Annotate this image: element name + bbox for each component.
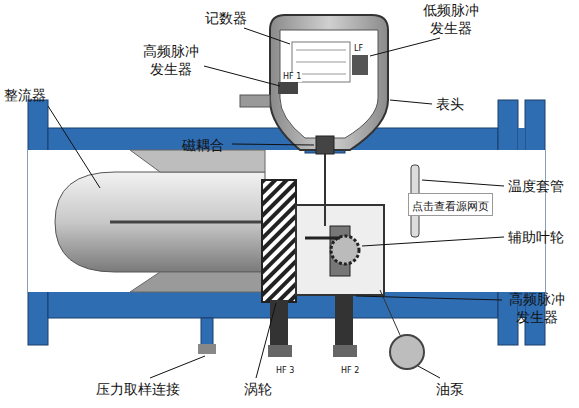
signal-name: HF 2 [340,366,360,376]
part-name: 磁耦合 [182,136,224,154]
signal-name: LF [353,44,364,54]
part-name: 低频脉冲 发生器 [420,1,482,37]
part-name: 整流器 [4,86,46,104]
watermark-text: 点击查看源网页 [412,200,489,213]
watermark-box: 点击查看源网页 [408,193,493,216]
part-name: 辅助叶轮 [508,228,564,246]
part-name: 压力取样连接 [96,380,180,398]
part-name: 高频脉冲 发生器 [506,290,568,326]
signal-name: HF 1 [282,72,302,82]
part-name: 油泵 [436,380,464,398]
part-name: 温度套管 [508,177,564,195]
part-name: 记数器 [205,9,247,27]
part-name: 涡轮 [244,380,272,398]
signal-name: HF 3 [275,366,295,376]
part-name: 表头 [436,95,464,113]
part-name: 高频脉冲 发生器 [140,42,202,78]
